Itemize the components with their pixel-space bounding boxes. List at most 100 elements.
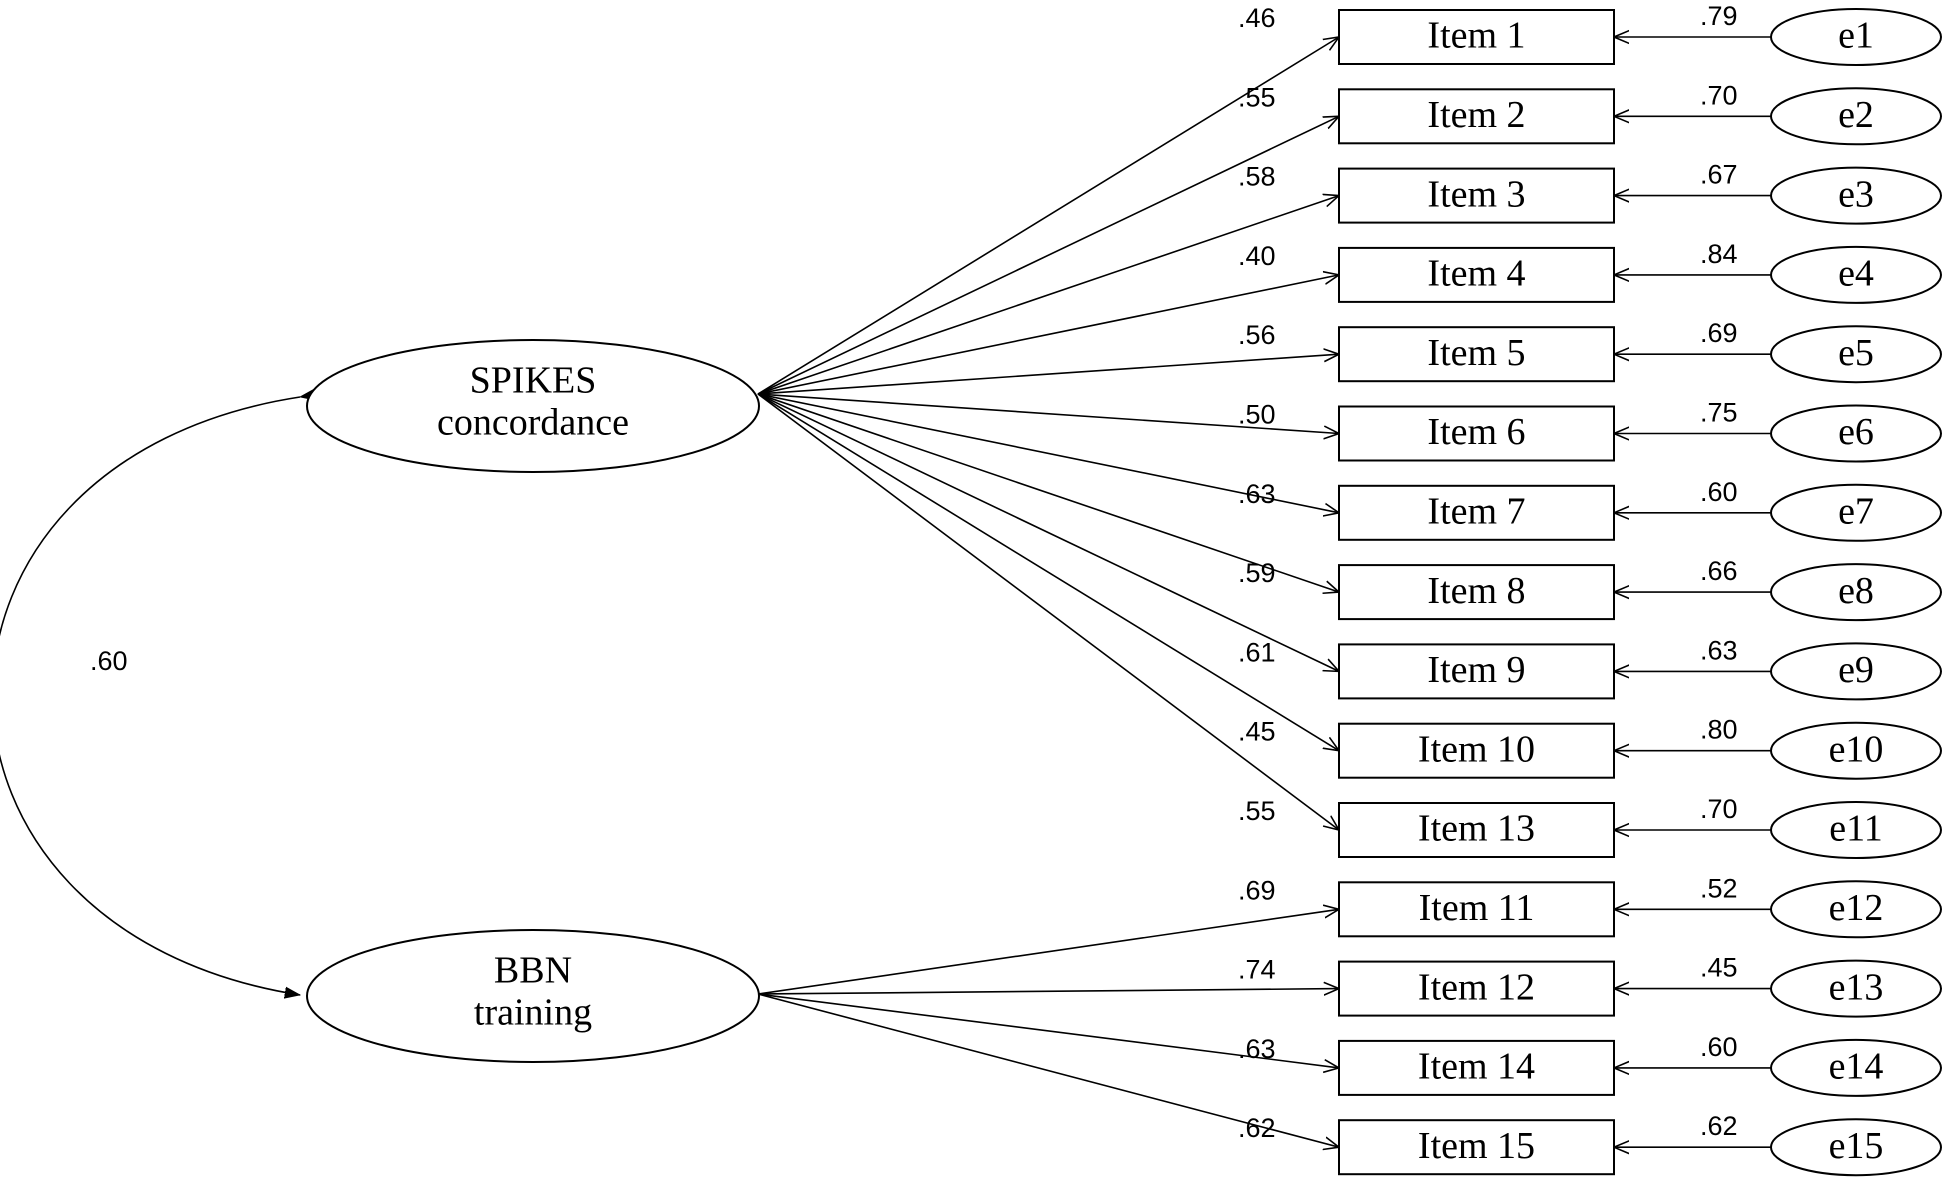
error-label: e15 <box>1829 1125 1884 1167</box>
error-coefficient: .79 <box>1700 1 1738 31</box>
loading-arrow <box>757 989 1339 994</box>
error-ellipse <box>1770 325 1942 384</box>
error-coefficient: .67 <box>1700 160 1738 190</box>
loading-coefficient: .63 <box>1238 1034 1276 1064</box>
loading-arrow <box>757 37 1339 395</box>
error-ellipse <box>1770 8 1942 66</box>
error-ellipse <box>1770 483 1942 542</box>
latent-label-line-1: SPIKES <box>470 360 597 402</box>
error-label: e1 <box>1838 15 1874 57</box>
loading-coefficient: .50 <box>1238 400 1276 430</box>
loading-arrow <box>757 393 1339 592</box>
error-ellipse <box>1770 721 1942 780</box>
loading-arrow <box>757 993 1339 1068</box>
item-box <box>1338 1039 1615 1096</box>
error-label: e4 <box>1838 253 1874 295</box>
item-label: Item 6 <box>1427 411 1525 453</box>
error-ellipse <box>1770 1038 1942 1097</box>
error-ellipse <box>1770 1118 1942 1177</box>
item-box <box>1338 643 1615 700</box>
item-box <box>1338 484 1615 541</box>
item-box <box>1338 9 1615 65</box>
loading-coefficient: .63 <box>1238 479 1276 509</box>
error-coefficient: .62 <box>1700 1111 1738 1141</box>
item-label: Item 15 <box>1418 1125 1535 1167</box>
error-ellipse <box>1770 404 1942 463</box>
loading-coefficient: .55 <box>1238 796 1276 826</box>
error-label: e5 <box>1838 332 1874 374</box>
item-box <box>1338 564 1615 621</box>
item-box <box>1338 802 1615 858</box>
loading-coefficient: .62 <box>1238 1113 1276 1143</box>
item-label: Item 1 <box>1427 15 1525 57</box>
error-coefficient: .60 <box>1700 477 1738 507</box>
latent-label-line-1: BBN <box>494 950 572 992</box>
error-coefficient: .45 <box>1700 953 1738 983</box>
item-box <box>1338 960 1615 1017</box>
item-label: Item 12 <box>1418 966 1535 1008</box>
loading-coefficient: .45 <box>1238 717 1276 747</box>
error-ellipse <box>1770 245 1942 304</box>
item-label: Item 7 <box>1427 491 1525 533</box>
error-ellipse <box>1770 801 1942 859</box>
loading-coefficient: .61 <box>1238 637 1276 667</box>
item-label: Item 3 <box>1427 173 1525 215</box>
error-paths <box>1614 37 1771 1147</box>
loading-arrow <box>757 196 1339 395</box>
error-ellipse <box>1770 166 1942 225</box>
loading-paths <box>757 37 1339 1147</box>
loading-arrow <box>757 393 1339 830</box>
error-coefficient: .63 <box>1700 635 1738 665</box>
loading-arrow <box>757 354 1339 395</box>
loading-arrow <box>757 993 1339 1147</box>
latent-label-line-2: training <box>474 992 592 1034</box>
item-box <box>1338 167 1615 224</box>
error-label: e12 <box>1829 887 1884 929</box>
error-label: e14 <box>1829 1046 1884 1088</box>
item-box <box>1338 246 1615 303</box>
item-label: Item 8 <box>1427 570 1525 612</box>
error-label: e8 <box>1838 570 1874 612</box>
item-box <box>1338 88 1615 145</box>
loading-coefficient: .56 <box>1238 320 1276 350</box>
error-label: e13 <box>1829 966 1884 1008</box>
error-label: e7 <box>1838 491 1874 533</box>
loading-coefficient: .40 <box>1238 241 1276 271</box>
error-coefficient: .84 <box>1700 239 1738 269</box>
loading-arrow <box>757 116 1339 395</box>
item-box <box>1338 1119 1615 1176</box>
error-coefficient: .69 <box>1700 318 1738 348</box>
latent-label-line-2: concordance <box>437 402 629 444</box>
error-ellipse <box>1770 880 1942 939</box>
item-box <box>1338 722 1615 779</box>
error-coefficient: .75 <box>1700 398 1738 428</box>
error-ellipse <box>1770 87 1942 146</box>
latent-ellipse <box>306 929 760 1063</box>
error-ellipse <box>1770 642 1942 701</box>
error-ellipse <box>1770 959 1942 1018</box>
loading-coefficient: .46 <box>1238 3 1276 33</box>
error-coefficient: .80 <box>1700 715 1738 745</box>
factor-correlation-curve <box>0 397 300 995</box>
latent-factor-bbn: BBN training <box>306 929 760 1063</box>
loading-arrow <box>757 393 1339 671</box>
item-label: Item 2 <box>1427 94 1525 136</box>
item-box <box>1338 405 1615 462</box>
latent-factor-spikes: SPIKES concordance <box>306 339 760 473</box>
error-coefficient: .52 <box>1700 873 1738 903</box>
error-label: e6 <box>1838 411 1874 453</box>
error-coefficient: .70 <box>1700 794 1738 824</box>
item-label: Item 5 <box>1427 332 1525 374</box>
error-ellipse <box>1770 563 1942 622</box>
item-box <box>1338 326 1615 383</box>
loading-arrow <box>757 393 1339 513</box>
error-label: e9 <box>1838 649 1874 691</box>
item-box <box>1338 881 1615 938</box>
error-coefficient: .70 <box>1700 80 1738 110</box>
error-label: e10 <box>1829 728 1884 770</box>
factor-correlation-label: .60 <box>90 646 128 676</box>
item-label: Item 9 <box>1427 649 1525 691</box>
loading-arrow <box>757 393 1339 751</box>
